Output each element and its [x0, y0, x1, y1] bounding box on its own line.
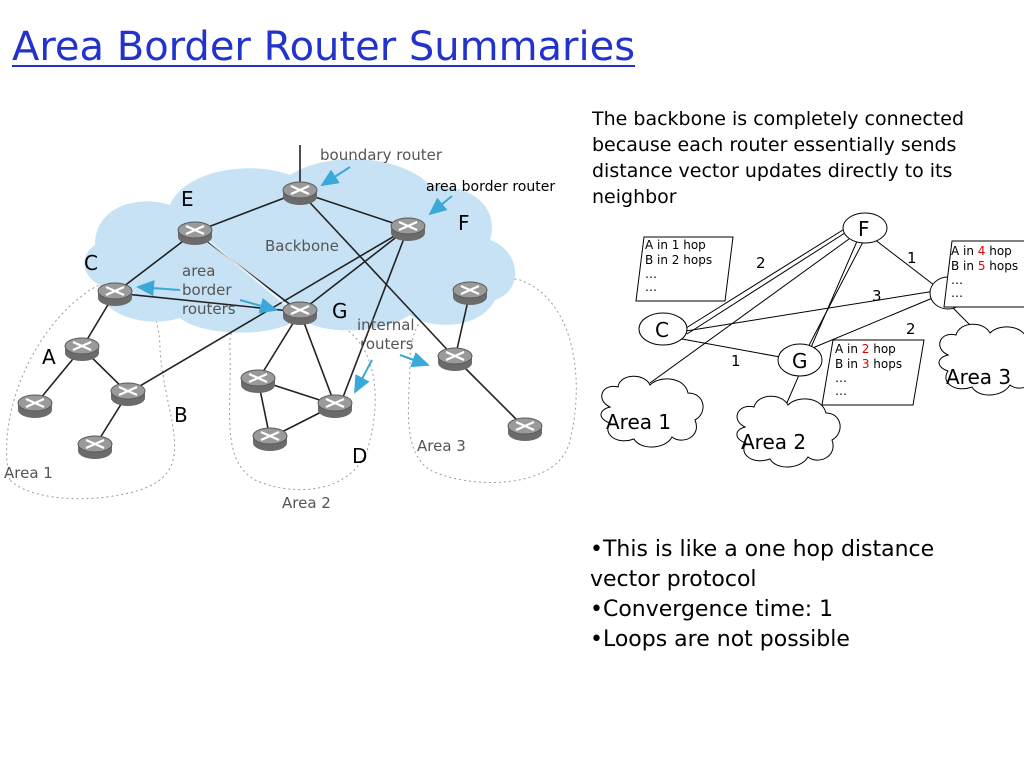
weight-c-g: 1	[731, 352, 741, 370]
router-letter-a: A	[42, 345, 56, 369]
area1-label: Area 1	[4, 464, 53, 482]
weight-c-area3: 3	[872, 287, 882, 305]
area2-label: Area 2	[282, 494, 331, 512]
annotation-arrows	[136, 166, 453, 394]
intro-text: The backbone is completely connected bec…	[592, 108, 965, 208]
bullet-list: •This is like a one hop distance vector …	[590, 535, 1010, 655]
router-letter-b: B	[174, 403, 188, 427]
router-letter-c: C	[84, 251, 98, 275]
router-icon	[389, 216, 427, 243]
summary-graph: F C G 2 1 3 2 1 Area 1 Area 2 Area 3 A i…	[600, 212, 1024, 468]
router-icon	[316, 393, 354, 420]
table-c-row-4: …	[645, 280, 657, 294]
weight-f-area3: 1	[907, 249, 917, 267]
node-c	[638, 312, 688, 346]
node-f	[842, 212, 888, 244]
area-border-routers-label-3: routers	[182, 300, 236, 318]
router-icon	[96, 281, 134, 308]
weight-c-f: 2	[756, 254, 766, 272]
router-icon	[436, 346, 474, 373]
table-g-row-4: …	[835, 384, 847, 398]
router-letter-f: F	[458, 211, 470, 235]
area3-label: Area 3	[417, 437, 466, 455]
area1-cloud-label: Area 1	[606, 410, 671, 434]
area3-cloud-label: Area 3	[946, 365, 1011, 389]
area2-cloud	[736, 395, 841, 468]
router-icon	[451, 280, 489, 307]
bullet-item: •Convergence time: 1	[590, 597, 834, 622]
router-icon	[63, 336, 101, 363]
boundary-router-label: boundary router	[320, 146, 443, 164]
bullet-item: •Loops are not possible	[590, 627, 850, 652]
area2-cloud-label: Area 2	[741, 430, 806, 454]
area-border-routers-label-1: area	[182, 262, 215, 280]
area3-cloud	[938, 323, 1024, 396]
table-area3-row-b: B in 5 hops	[951, 259, 1018, 273]
area-border-routers-label-2: border	[182, 281, 232, 299]
internal-routers-label-1: internal	[357, 316, 415, 334]
router-icon	[176, 220, 214, 247]
router-letter-g: G	[332, 299, 348, 323]
router-icon	[239, 368, 277, 395]
table-c-row-a: A in 1 hop	[645, 238, 706, 252]
node-g-label: G	[792, 349, 808, 373]
router-letter-d: D	[352, 444, 367, 468]
table-area3-box	[943, 240, 1024, 308]
table-c-box	[635, 236, 734, 302]
slide-title: Area Border Router Summaries	[12, 24, 636, 70]
router-icon	[16, 393, 54, 420]
node-c-label: C	[655, 318, 669, 342]
area1-cloud	[600, 375, 704, 448]
table-g-row-3: …	[835, 371, 847, 385]
table-area3-row-3: …	[951, 273, 963, 287]
table-g-box	[821, 339, 925, 406]
table-area3-row-4: …	[951, 286, 963, 300]
node-g	[777, 343, 823, 377]
weight-g-area3: 2	[906, 320, 916, 338]
table-g-row-b: B in 3 hops	[835, 357, 902, 371]
table-g-row-a: A in 2 hop	[835, 342, 896, 356]
table-c-row-3: …	[645, 267, 657, 281]
router-icon	[76, 434, 114, 461]
backbone-cloud	[84, 158, 516, 333]
router-icon	[281, 300, 319, 327]
internal-routers-label-2: routers	[360, 335, 414, 353]
backbone-label: Backbone	[265, 237, 339, 255]
router-letter-e: E	[181, 187, 194, 211]
bullet-item: •This is like a one hop distance vector …	[590, 537, 935, 592]
router-icon	[251, 426, 289, 453]
node-f-label: F	[858, 217, 870, 241]
router-icon	[506, 416, 544, 443]
area-border-router-label: area border router	[426, 179, 555, 195]
graph-edges	[649, 227, 979, 406]
table-c-row-b: B in 2 hops	[645, 253, 712, 267]
router-icon	[109, 381, 147, 408]
router-icon	[281, 180, 319, 207]
network-figure: boundary router area border router Backb…	[4, 145, 577, 512]
table-area3-row-a: A in 4 hop	[951, 244, 1012, 258]
